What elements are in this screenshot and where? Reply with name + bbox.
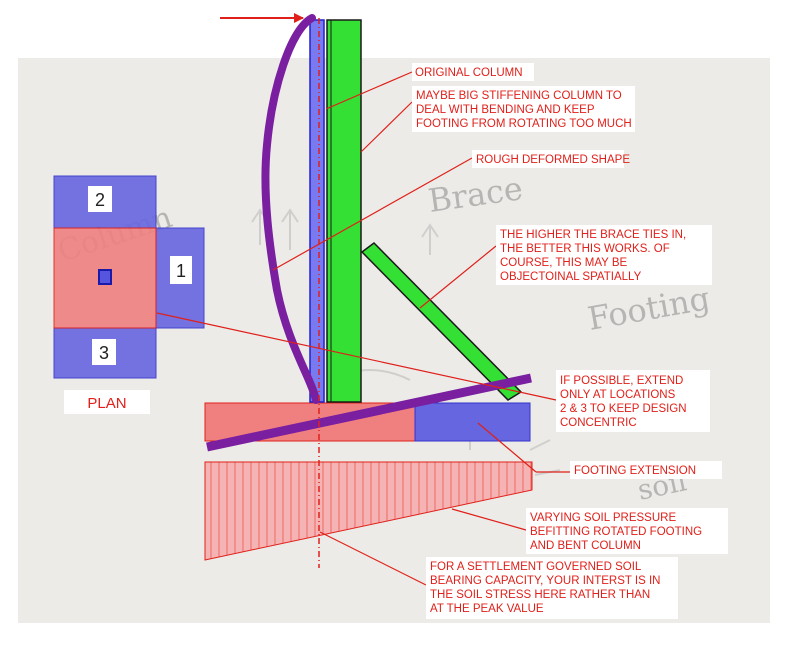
callout-footing-extension: FOOTING EXTENSION: [570, 461, 722, 479]
soil-pressure-diagram: [204, 461, 533, 561]
label-soil-pressure-line-1: VARYING SOIL PRESSURE: [530, 512, 676, 524]
stiffening-column: [326, 19, 362, 403]
label-settlement-line-3: THE SOIL STRESS HERE RATHER THAN: [430, 589, 650, 601]
callout-box: [472, 150, 624, 168]
callout-box: [412, 63, 534, 81]
callout-box: [496, 225, 712, 285]
plan-title: PLAN: [87, 395, 126, 412]
plan-view: 2 1 3 PLAN: [53, 175, 205, 414]
leader-soil-pressure: [451, 508, 527, 531]
label-brace-line-4: OBJECTOINAL SPATIALLY: [500, 271, 642, 283]
label-brace-line-2: THE BETTER THIS WORKS. OF: [500, 243, 670, 255]
plan-label-3-box: [92, 339, 116, 365]
plan-label-1: 1: [176, 261, 186, 281]
callout-brace: THE HIGHER THE BRACE TIES IN, THE BETTER…: [496, 225, 712, 285]
label-deformed-shape-line-1: ROUGH DEFORMED SHAPE: [476, 154, 630, 166]
callout-extend: IF POSSIBLE, EXTEND ONLY AT LOCATIONS 2 …: [556, 370, 710, 432]
leader-extension: [477, 422, 537, 473]
label-brace-line-1: THE HIGHER THE BRACE TIES IN,: [500, 229, 686, 241]
label-footing-extension-line-1: FOOTING EXTENSION: [574, 465, 696, 477]
plan-label-2: 2: [95, 190, 105, 210]
leader-extend: [156, 312, 557, 401]
callout-leaders: [156, 71, 570, 586]
original-column: [309, 19, 325, 403]
label-extend-line-4: CONCENTRIC: [560, 417, 637, 429]
leader-stiffening-column: [360, 101, 413, 153]
leader-settlement: [319, 531, 427, 586]
leader-brace: [419, 245, 497, 309]
leader-original-column: [325, 71, 413, 110]
brace: [360, 242, 523, 401]
leader-deformed-shape: [272, 157, 473, 271]
label-extend-line-1: IF POSSIBLE, EXTEND: [560, 375, 683, 387]
plan-label-3: 3: [99, 343, 109, 363]
footing-extension: [414, 402, 531, 442]
plan-title-box: [64, 390, 150, 414]
label-stiffening-line-1: MAYBE BIG STIFFENING COLUMN TO: [416, 90, 622, 102]
plan-label-1-box: [170, 256, 192, 284]
label-brace-line-3: COURSE, THIS MAY BE: [500, 257, 627, 269]
callout-original-column: ORIGINAL COLUMN: [412, 63, 534, 81]
plan-label-2-box: [88, 186, 112, 212]
label-stiffening-line-2: DEAL WITH BENDING AND KEEP: [416, 104, 595, 116]
callout-box: [426, 557, 678, 619]
label-original-column-line-1: ORIGINAL COLUMN: [415, 67, 523, 79]
label-soil-pressure-line-3: AND BENT COLUMN: [530, 540, 641, 552]
callout-box: [570, 461, 722, 479]
callout-box: [412, 86, 635, 132]
label-extend-line-2: ONLY AT LOCATIONS: [560, 389, 676, 401]
callout-box: [556, 370, 710, 432]
label-stiffening-line-3: FOOTING FROM ROTATING TOO MUCH: [416, 118, 632, 130]
deformed-shape: [261, 14, 320, 404]
label-settlement-line-2: BEARING CAPACITY, YOUR INTERST IS IN: [430, 575, 660, 587]
soil-pressure-hatching: [210, 462, 532, 559]
label-extend-line-3: 2 & 3 TO KEEP DESIGN: [560, 403, 687, 415]
callout-box: [526, 508, 728, 554]
label-settlement-line-1: FOR A SETTLEMENT GOVERNED SOIL: [430, 561, 642, 573]
label-settlement-line-4: AT THE PEAK VALUE: [430, 603, 544, 615]
rotated-footing-line: [206, 373, 532, 452]
callout-soil-pressure: VARYING SOIL PRESSURE BEFITTING ROTATED …: [526, 508, 728, 554]
callout-deformed-shape: ROUGH DEFORMED SHAPE: [472, 150, 630, 168]
callout-stiffening-column: MAYBE BIG STIFFENING COLUMN TO DEAL WITH…: [412, 86, 635, 132]
callout-settlement: FOR A SETTLEMENT GOVERNED SOIL BEARING C…: [426, 557, 678, 619]
label-soil-pressure-line-2: BEFITTING ROTATED FOOTING: [530, 526, 702, 538]
plan-column: [98, 269, 112, 285]
